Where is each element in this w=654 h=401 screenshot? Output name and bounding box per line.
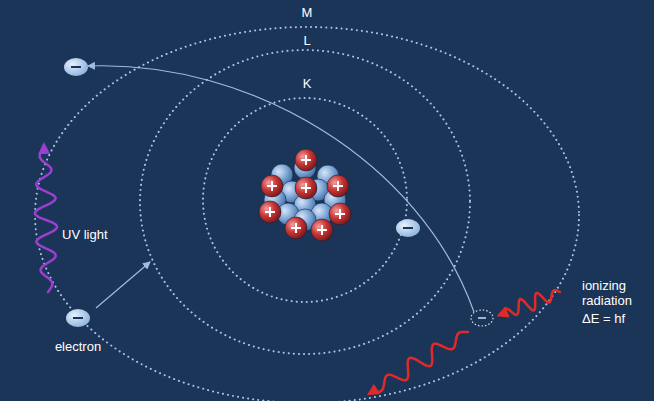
proton	[285, 217, 307, 239]
proton	[259, 201, 281, 223]
k-shell	[203, 98, 407, 302]
m-shell	[35, 27, 579, 401]
proton	[327, 175, 349, 197]
nucleus	[259, 149, 351, 241]
shell-label: L	[300, 33, 313, 48]
proton	[311, 219, 333, 241]
ejection-arrow	[88, 66, 474, 312]
uv-wave-head	[43, 148, 46, 150]
formula-label: ΔE = hf	[582, 311, 625, 326]
particle-label: electron	[55, 339, 101, 354]
proton	[295, 177, 317, 199]
proton	[329, 203, 351, 225]
electron-outer	[66, 309, 90, 327]
incoming-ray-head	[502, 312, 504, 315]
emitted-ray	[372, 332, 468, 392]
incoming-ray	[502, 290, 560, 315]
electron-k	[396, 219, 420, 237]
radiation-label: ionizing radiation	[582, 278, 644, 308]
electron-vacancy	[471, 310, 493, 326]
proton	[295, 149, 317, 171]
l-shell	[140, 50, 470, 354]
electron-ejected	[64, 58, 88, 76]
emitted-ray-head	[372, 391, 374, 392]
radiation-waves	[35, 148, 560, 392]
uv-wave	[35, 148, 57, 292]
shell-label: K	[300, 76, 315, 91]
proton	[261, 175, 283, 197]
transition-arrow	[96, 262, 150, 308]
shell-label: M	[299, 5, 316, 20]
radiation-label: UV light	[62, 227, 108, 242]
